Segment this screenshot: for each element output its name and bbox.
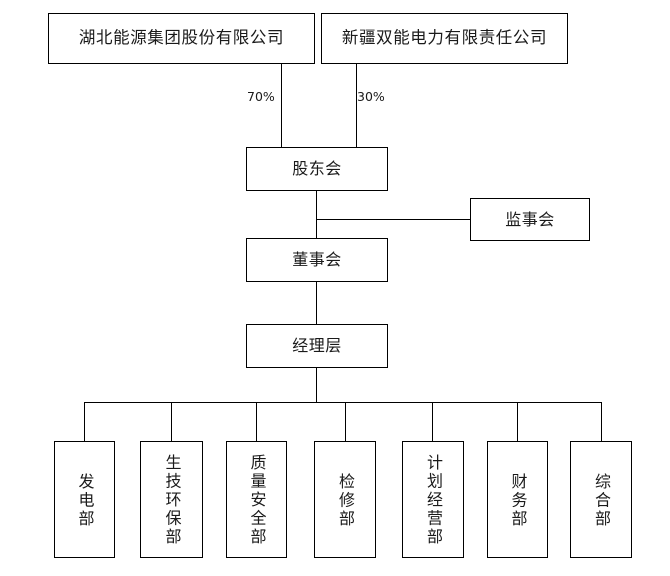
connector-shareholders-to-board	[316, 191, 318, 239]
node-shareholder-2-label: 新疆双能电力有限责任公司	[341, 28, 548, 48]
stake-label-30: 30%	[357, 89, 385, 104]
node-board-of-directors: 董事会	[246, 238, 388, 282]
node-board-of-directors-label: 董事会	[292, 250, 342, 269]
connector-shareholder-2-down	[356, 64, 358, 148]
connector-department-drop-2	[171, 402, 173, 441]
connector-board-to-management	[316, 282, 318, 324]
node-shareholders-meeting-label: 股东会	[292, 159, 342, 178]
node-department-3-label: 质量安全部	[247, 454, 267, 547]
node-department-2-label: 生技环保部	[162, 454, 182, 547]
node-management-label: 经理层	[292, 336, 342, 355]
connector-department-drop-3	[256, 402, 258, 441]
node-shareholders-meeting: 股东会	[246, 147, 388, 191]
connector-department-drop-4	[345, 402, 347, 441]
node-department-3: 质量安全部	[226, 441, 287, 558]
connector-management-to-bus	[316, 368, 318, 403]
node-department-5-label: 计划经营部	[424, 454, 443, 547]
connector-department-drop-7	[601, 402, 603, 441]
node-department-1-label: 发电部	[75, 472, 95, 529]
node-department-6: 财务部	[487, 441, 548, 558]
connector-department-drop-1	[84, 402, 86, 441]
node-department-4: 检修部	[314, 441, 376, 558]
node-department-2: 生技环保部	[140, 441, 203, 558]
connector-to-supervisory-board	[316, 219, 471, 221]
node-department-7: 综合部	[570, 441, 632, 558]
node-department-4-label: 检修部	[336, 472, 355, 529]
node-department-6-label: 财务部	[508, 472, 528, 529]
node-shareholder-1-label: 湖北能源集团股份有限公司	[78, 28, 285, 48]
connector-shareholder-1-down	[281, 64, 283, 148]
node-shareholder-2: 新疆双能电力有限责任公司	[321, 13, 568, 64]
connector-department-drop-5	[432, 402, 434, 441]
node-management: 经理层	[246, 324, 388, 368]
node-shareholder-1: 湖北能源集团股份有限公司	[48, 13, 315, 64]
node-supervisory-board-label: 监事会	[505, 209, 555, 229]
connector-department-bus	[84, 402, 602, 404]
node-department-7-label: 综合部	[592, 472, 611, 529]
stake-label-70: 70%	[247, 89, 275, 104]
node-department-1: 发电部	[54, 441, 115, 558]
connector-department-drop-6	[517, 402, 519, 441]
node-department-5: 计划经营部	[402, 441, 464, 558]
node-supervisory-board: 监事会	[470, 198, 590, 241]
